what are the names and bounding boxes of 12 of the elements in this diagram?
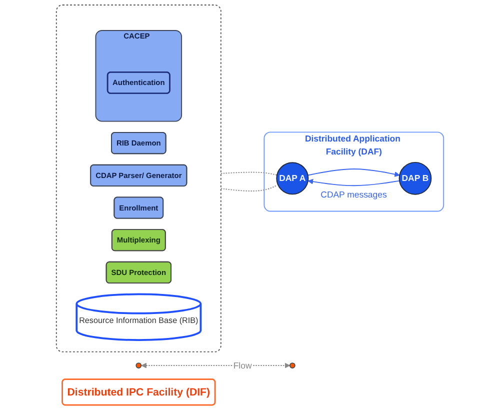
arrow	[141, 362, 290, 368]
connector	[220, 172, 278, 176]
connector	[220, 185, 278, 192]
arrow	[308, 178, 400, 186]
node-circle: DAP B	[398, 162, 432, 195]
arrow	[307, 168, 400, 177]
edge-label: CDAP messages	[320, 189, 387, 200]
cluster	[56, 4, 222, 352]
node-circle: DAP A	[276, 162, 309, 195]
node-circle	[136, 362, 142, 368]
node-circle	[289, 362, 296, 368]
edge-label: Flow	[233, 360, 252, 370]
